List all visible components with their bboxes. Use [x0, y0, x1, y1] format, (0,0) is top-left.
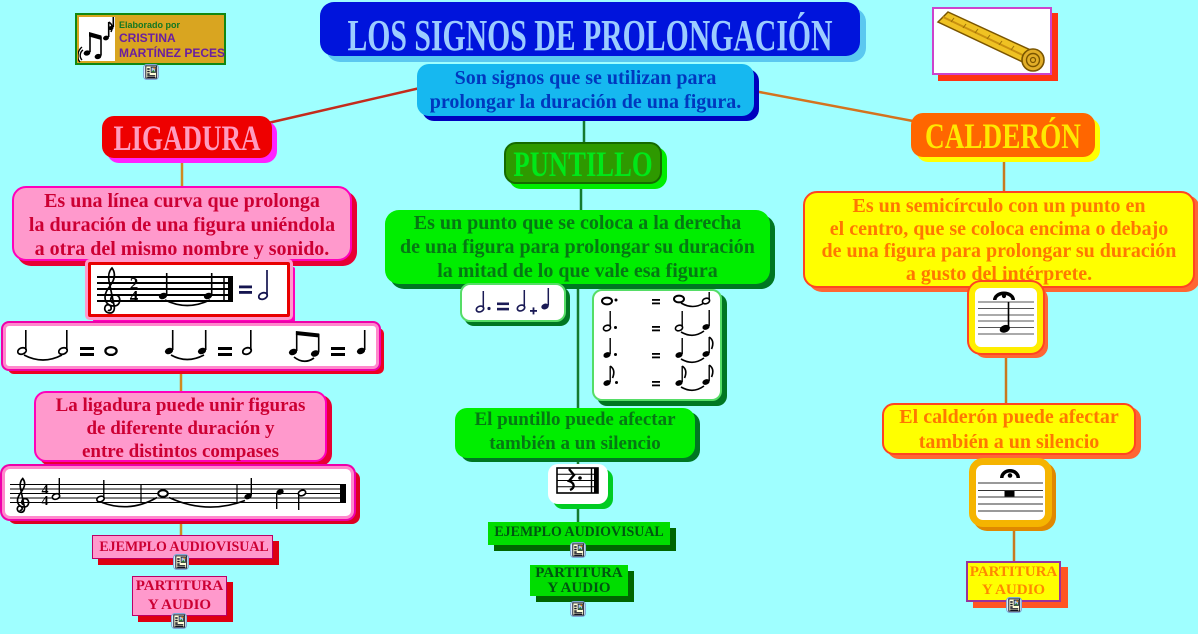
- svg-text:2: 2: [130, 274, 139, 293]
- svg-text:4: 4: [42, 483, 49, 498]
- svg-text:4: 4: [130, 287, 139, 306]
- svg-text:4: 4: [42, 494, 49, 509]
